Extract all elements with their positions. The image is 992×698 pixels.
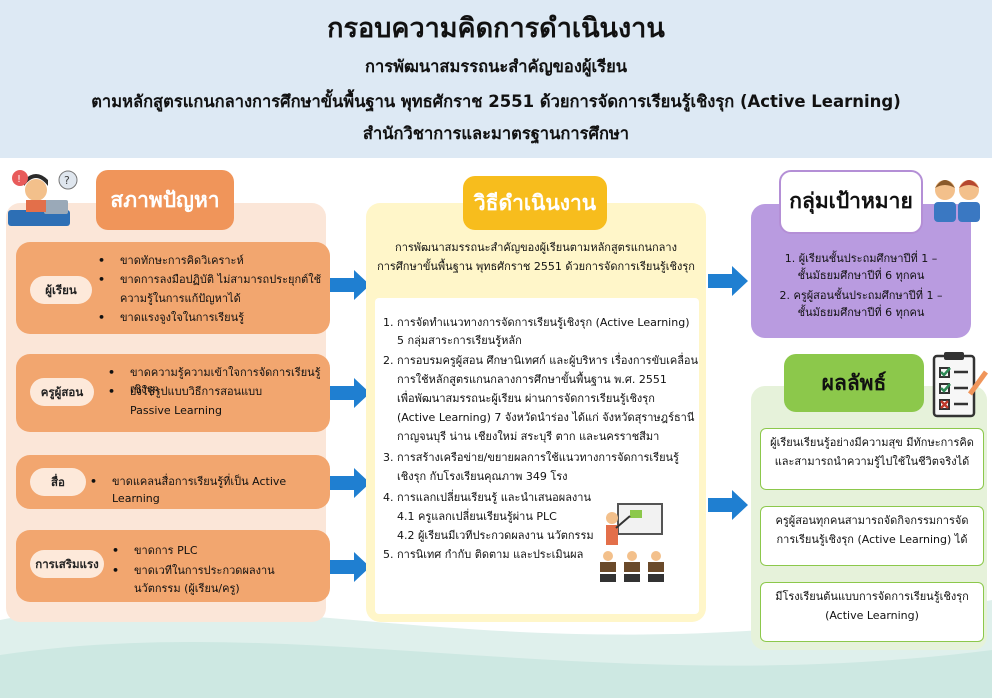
problem-item: •ขาดแรงจูงใจในการเรียนรู้ xyxy=(98,311,245,324)
classroom-teaching-icon xyxy=(600,503,664,582)
group-tag: สื่อ xyxy=(30,468,86,496)
background-wave xyxy=(0,600,992,698)
method-title: วิธีดำเนินงาน xyxy=(463,176,607,230)
group-tag: การเสริมแรง xyxy=(30,550,104,578)
header: กรอบความคิดการดำเนินงาน การพัฒนาสมรรถนะส… xyxy=(0,0,992,158)
problem-group-teachers: ครูผู้สอน •ขาดความรู้ความเข้าใจการจัดการ… xyxy=(16,354,330,432)
group-tag: ครูผู้สอน xyxy=(30,378,94,406)
method-line: 4.1 ครูแลกเปลี่ยนเรียนรู้ผ่าน PLC xyxy=(397,510,557,523)
method-line: 1. การจัดทำแนวทางการจัดการเรียนรู้เชิงรุ… xyxy=(383,316,690,329)
arrow-right-icon xyxy=(330,468,370,498)
group-tag: ผู้เรียน xyxy=(30,276,92,304)
problems-title: สภาพปัญหา xyxy=(96,170,234,230)
method-line: (Active Learning) 7 จังหวัดนำร่อง ได้แก่… xyxy=(397,411,695,424)
method-steps-box: 1. การจัดทำแนวทางการจัดการเรียนรู้เชิงรุ… xyxy=(375,298,699,614)
method-line: 4. การแลกเปลี่ยนเรียนรู้ และนำเสนอผลงาน xyxy=(383,491,592,504)
problem-group-students: ผู้เรียน •ขาดทักษะการคิดวิเคราะห์ •ขาดกา… xyxy=(16,242,330,334)
target-line: 1. ผู้เรียนชั้นประถมศึกษาปีที่ 1 – xyxy=(784,252,938,265)
problem-item: •ยังใช้รูปแบบวิธีการสอนแบบ xyxy=(108,385,263,398)
result-item: มีโรงเรียนต้นแบบการจัดการเรียนรู้เชิงรุก… xyxy=(760,582,984,642)
checklist-icon xyxy=(932,352,988,418)
result-item: ผู้เรียนเรียนรู้อย่างมีความสุข มีทักษะกา… xyxy=(760,428,984,490)
problem-item: •ขาดความรู้ความเข้าใจการจัดการเรียนรู้เช… xyxy=(108,366,321,396)
method-line: 5 กลุ่มสาระการเรียนรู้หลัก xyxy=(397,334,522,347)
svg-text:?: ? xyxy=(64,174,70,187)
method-line: 5. การนิเทศ กำกับ ติดตาม และประเมินผล xyxy=(383,548,584,561)
page-title: กรอบความคิดการดำเนินงาน xyxy=(327,13,665,44)
target-line: ชั้นมัธยมศึกษาปีที่ 6 ทุกคน xyxy=(797,269,925,282)
method-line: กาญจนบุรี น่าน เชียงใหม่ สระบุรี ตาก และ… xyxy=(397,430,660,443)
problem-item-cont: นวัตกรรม (ผู้เรียน/ครู) xyxy=(134,582,240,595)
subtitle-3: สำนักวิชาการและมาตรฐานการศึกษา xyxy=(362,124,630,143)
problem-item: •ขาดทักษะการคิดวิเคราะห์ xyxy=(98,254,244,267)
method-line: 4.2 ผู้เรียนมีเวทีประกวดผลงาน นวัตกรรม xyxy=(397,529,594,542)
problem-item-cont: Passive Learning xyxy=(130,404,222,417)
svg-text:!: ! xyxy=(17,174,21,185)
arrow-right-icon xyxy=(708,490,748,520)
arrow-right-icon xyxy=(330,378,370,408)
target-line: 2. ครูผู้สอนชั้นประถมศึกษาปีที่ 1 – xyxy=(779,289,943,302)
students-group-icon xyxy=(934,180,980,222)
subtitle-2: ตามหลักสูตรแกนกลางการศึกษาขั้นพื้นฐาน พุ… xyxy=(91,92,901,111)
target-line: ชั้นมัธยมศึกษาปีที่ 6 ทุกคน xyxy=(797,306,925,319)
problem-item: •ขาดแคลนสื่อการเรียนรู้ที่เป็น Active Le… xyxy=(90,475,287,505)
method-line: 3. การสร้างเครือข่าย/ขยายผลการใช้แนวทางก… xyxy=(383,451,679,464)
problem-item: •ขาดการ PLC xyxy=(112,544,198,557)
arrow-right-icon xyxy=(330,552,370,582)
method-line: เชิงรุก กับโรงเรียนคุณภาพ 349 โรง xyxy=(397,470,568,483)
method-line: การใช้หลักสูตรแกนกลางการศึกษาขั้นพื้นฐาน… xyxy=(397,373,667,386)
arrow-right-icon xyxy=(330,270,370,300)
thinking-student-icon: ! ? xyxy=(8,170,78,226)
arrow-right-icon xyxy=(708,266,748,296)
problem-item: •ขาดการลงมือปฏิบัติ ไม่สามารถประยุกต์ใช้ xyxy=(98,273,322,286)
result-item: ครูผู้สอนทุกคนสามารถจัดกิจกรรมการจัดการเ… xyxy=(760,506,984,566)
method-line: เพื่อพัฒนาสมรรถนะผู้เรียน ผ่านการจัดการเ… xyxy=(397,392,655,405)
method-line: 2. การอบรมครูผู้สอน ศึกษานิเทศก์ และผู้บ… xyxy=(383,354,699,367)
problem-item-cont: ความรู้ในการแก้ปัญหาได้ xyxy=(120,292,241,305)
problem-group-reinforcement: การเสริมแรง •ขาดการ PLC •ขาดเวทีในการประ… xyxy=(16,530,330,602)
problem-group-media: สื่อ •ขาดแคลนสื่อการเรียนรู้ที่เป็น Acti… xyxy=(16,455,330,509)
subtitle-1: การพัฒนาสมรรถนะสำคัญของผู้เรียน xyxy=(364,57,628,76)
target-title: กลุ่มเป้าหมาย xyxy=(779,170,923,234)
method-intro: การพัฒนาสมรรถนะสำคัญของผู้เรียนตามหลักสู… xyxy=(377,241,695,273)
problem-item: •ขาดเวทีในการประกวดผลงาน xyxy=(112,564,275,577)
result-title: ผลลัพธ์ xyxy=(784,354,924,412)
